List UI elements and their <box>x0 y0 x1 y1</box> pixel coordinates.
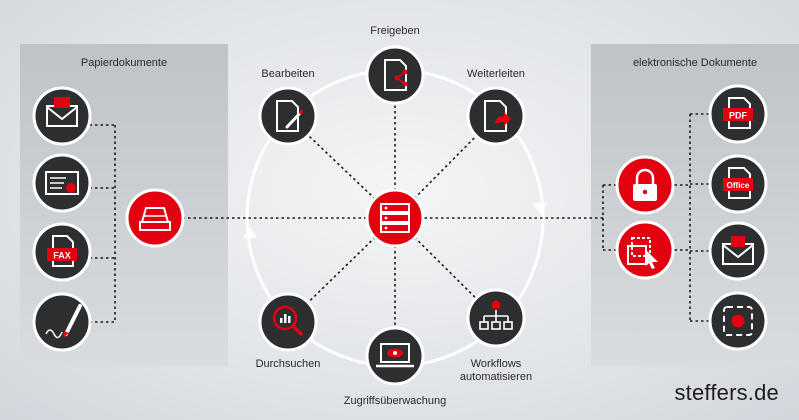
label-bearbeiten: Bearbeiten <box>261 68 315 80</box>
ring-arrow-right <box>533 203 547 214</box>
email-attachment-icon <box>708 221 768 281</box>
fax-badge: FAX <box>53 251 71 261</box>
office-document-icon: Office <box>708 154 768 214</box>
monitoring-laptop-icon <box>365 326 425 386</box>
label-freigeben: Freigeben <box>370 25 420 37</box>
ring-arrow-left <box>243 227 257 238</box>
right-connectors <box>602 113 738 322</box>
scanner-icon <box>125 188 185 248</box>
office-badge: Office <box>727 181 750 190</box>
brand-logo-text[interactable]: steffers.de <box>674 380 779 405</box>
signature-pen-icon <box>32 292 92 352</box>
forward-document-icon <box>466 86 526 146</box>
certificate-icon <box>32 153 92 213</box>
pdf-badge: PDF <box>729 111 748 121</box>
label-durchsuchen: Durchsuchen <box>255 358 321 370</box>
pdf-document-icon: PDF <box>708 84 768 144</box>
select-cursor-icon <box>615 220 675 280</box>
label-workflows: Workflows automatisieren <box>451 358 541 384</box>
server-icon <box>365 188 425 248</box>
fax-document-icon: FAX <box>32 222 92 282</box>
label-weiterleiten: Weiterleiten <box>467 68 525 80</box>
left-connectors <box>62 124 116 323</box>
paper-documents-title: Papierdokumente <box>80 57 168 69</box>
capture-icon <box>708 291 768 351</box>
electronic-documents-title: elektronische Dokumente <box>632 57 758 69</box>
label-zugriffsueberwachung: Zugriffsüberwachung <box>343 395 447 407</box>
edit-document-icon <box>258 86 318 146</box>
search-icon <box>258 292 318 352</box>
letter-icon <box>32 86 92 146</box>
label-workflows-line2: automatisieren <box>459 371 533 383</box>
workflow-icon <box>466 288 526 348</box>
share-document-icon <box>365 45 425 105</box>
lock-icon <box>615 155 675 215</box>
label-workflows-line1: Workflows <box>470 358 522 370</box>
